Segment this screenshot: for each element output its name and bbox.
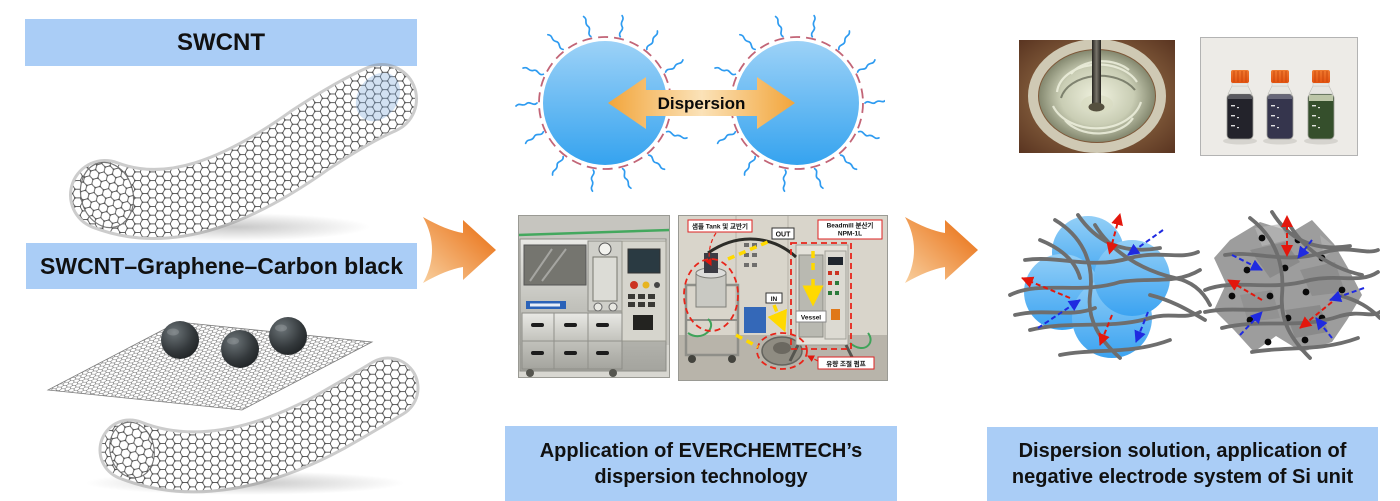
bottle-navy — [1263, 70, 1297, 145]
right-particle — [707, 14, 885, 193]
center-caption-line1: Application of EVERCHEMTECH’s — [539, 439, 863, 462]
flow-pump — [761, 336, 803, 366]
label-beadmill: Beadmill 분산기 NPM-1L — [817, 219, 883, 240]
bottle-green — [1304, 70, 1338, 145]
bottle-black — [1223, 70, 1257, 145]
flow-arrow-1 — [423, 217, 496, 283]
label-sample-tank: 샘플 Tank 및 교반기 — [687, 219, 753, 267]
stress-arrows-left — [1021, 213, 1164, 346]
right-caption-line2: negative electrode system of Si unit — [1011, 466, 1354, 488]
right-caption-line1: Dispersion solution, application of — [1018, 440, 1347, 462]
svg-text:Vessel: Vessel — [801, 315, 821, 322]
dispersion-arrow-label: Dispersion — [658, 94, 746, 113]
sample-bottles-photo — [1200, 37, 1358, 156]
svg-text:OUT: OUT — [776, 232, 792, 239]
svg-text:유량 조절 펌프: 유량 조절 펌프 — [826, 359, 866, 368]
swcnt-molecule-illustration — [69, 63, 418, 241]
beadmill-setup-photo: 샘플 Tank 및 교반기 OUT Beadmill 분산기 NPM-1L IN… — [678, 215, 888, 381]
svg-text:NPM-1L: NPM-1L — [838, 231, 862, 238]
right-caption: Dispersion solution, application of nega… — [987, 427, 1378, 501]
stress-arrows-right — [1227, 215, 1365, 339]
flow-arrow-2 — [905, 217, 978, 283]
label-flow-pump: 유량 조절 펌프 — [806, 355, 875, 370]
composite-banner: SWCNT–Graphene–Carbon black — [26, 243, 417, 289]
beadmill-machine — [788, 244, 856, 362]
swcnt-banner-label: SWCNT — [177, 28, 265, 56]
label-out: OUT — [771, 227, 795, 240]
center-caption: Application of EVERCHEMTECH’s dispersion… — [505, 426, 897, 501]
svg-text:Beadmill 분산기: Beadmill 분산기 — [827, 221, 874, 230]
carbon-black-spheres — [161, 317, 307, 368]
composite-banner-label: SWCNT–Graphene–Carbon black — [40, 252, 403, 279]
dispersion-vortex-photo — [1019, 40, 1175, 153]
svg-text:IN: IN — [771, 296, 778, 303]
swcnt-banner: SWCNT — [25, 19, 417, 66]
sample-tank-cart — [684, 253, 740, 363]
dispersion-double-arrow — [608, 77, 795, 129]
composite-molecule-illustration — [46, 317, 420, 495]
nano-disperser-photo — [518, 215, 670, 378]
label-in: IN — [765, 292, 783, 304]
dispersion-illustration: Dispersion — [515, 14, 885, 193]
label-vessel: Vessel — [795, 310, 827, 323]
composite-tube-end-cap — [109, 421, 155, 479]
center-caption-line2: dispersion technology — [594, 465, 808, 488]
svg-text:샘플 Tank 및 교반기: 샘플 Tank 및 교반기 — [692, 222, 748, 231]
swcnt-end-cap — [79, 161, 135, 229]
dispersed-particles-illustration — [1008, 210, 1380, 360]
